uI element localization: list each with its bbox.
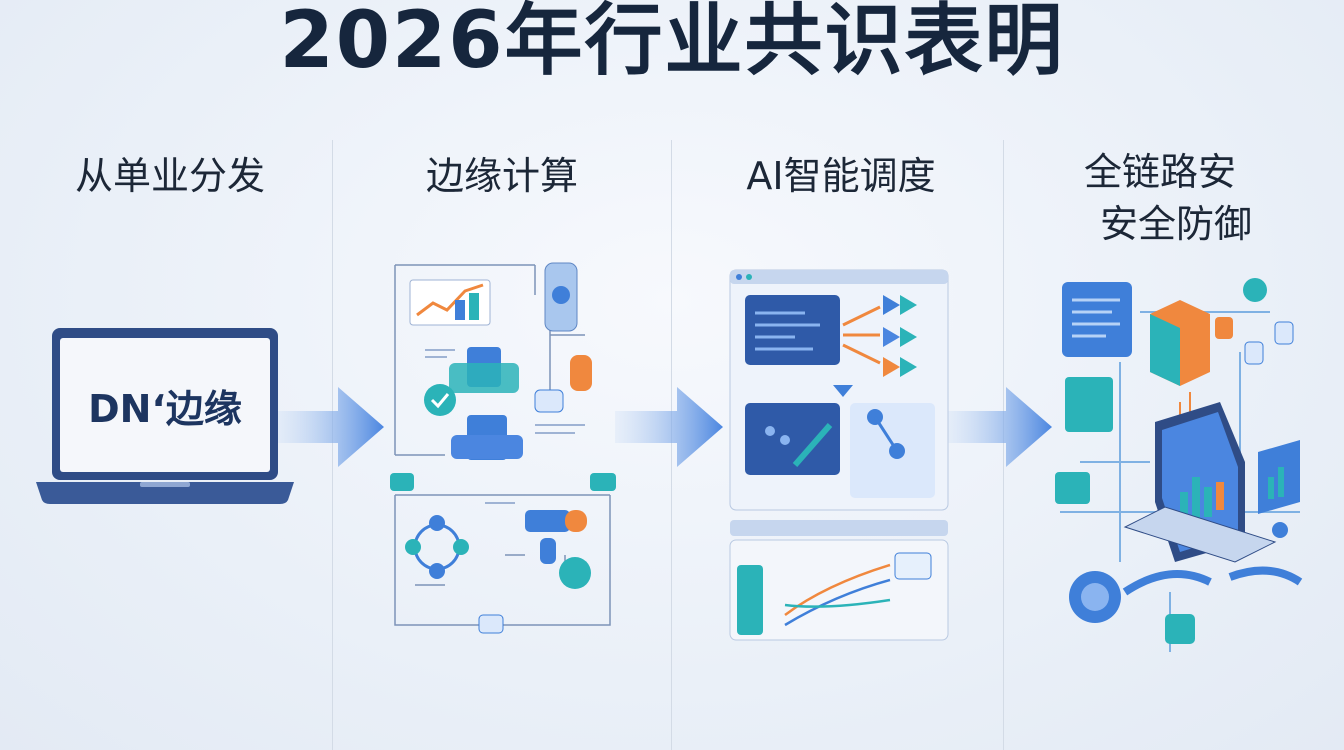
step-1-title: 从单业分发 bbox=[74, 154, 265, 198]
step-2-title: 边缘计算 bbox=[425, 154, 578, 198]
step-4-title-line1: 全链路安 bbox=[1083, 150, 1236, 194]
page-title: 2026年行业共识表明 bbox=[279, 0, 1065, 86]
step-4-title-line2: 安全防御 bbox=[1099, 202, 1252, 246]
column-divider bbox=[332, 140, 333, 750]
laptop-display: DN‘边缘 bbox=[60, 338, 270, 472]
laptop-screen-text: DN‘边缘 bbox=[88, 386, 242, 431]
laptop-base bbox=[36, 482, 294, 504]
step-3-title: AI智能调度 bbox=[746, 154, 936, 198]
flow-arrow-3 bbox=[948, 387, 1052, 467]
column-divider bbox=[671, 140, 672, 750]
security-illustration bbox=[1055, 278, 1303, 652]
ai-dashboard-illustration bbox=[729, 269, 949, 641]
laptop-screen: DN‘边缘 bbox=[52, 328, 278, 480]
flow-arrow-1 bbox=[278, 387, 384, 467]
edge-network-illustration bbox=[390, 262, 616, 634]
column-divider bbox=[1003, 140, 1004, 750]
flow-arrow-2 bbox=[615, 387, 723, 467]
